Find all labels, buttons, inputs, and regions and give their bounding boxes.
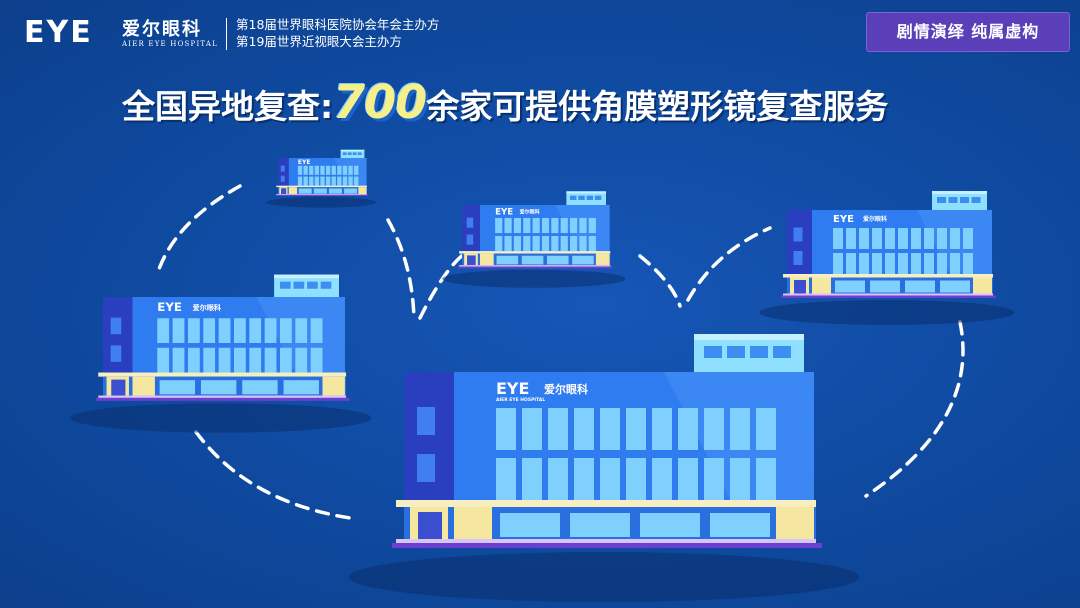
connection-path — [864, 320, 965, 498]
connection-path — [418, 248, 472, 320]
connection-path — [386, 218, 416, 320]
headline-suffix: 余家可提供角膜塑形镜复查服务 — [426, 87, 889, 126]
building-sign-mark: EYE — [496, 379, 529, 398]
building-sign-mark: EYE — [833, 214, 854, 225]
building-sign-name-en: AIER EYE HOSPITAL — [496, 397, 545, 403]
connection-path — [194, 430, 352, 520]
hospital-building-far: EYE — [266, 149, 377, 208]
connection-path — [686, 226, 772, 302]
connection-path — [638, 254, 682, 308]
connection-path — [156, 184, 242, 274]
hospital-logo: EYE 爱尔眼科 AIER EYE HOSPITAL 第18届世界眼科医院协会年… — [24, 14, 444, 54]
headline-number: 700 — [333, 75, 427, 129]
building-sign-mark: EYE — [495, 207, 513, 217]
building-sign-name: 爱尔眼科 — [520, 209, 540, 216]
logo-mark: EYE — [24, 15, 93, 50]
logo-name-en: AIER EYE HOSPITAL — [122, 40, 218, 48]
logo-divider — [226, 18, 227, 50]
hospital-building-large: EYE 爱尔眼科 AIER EYE HOSPITAL — [349, 334, 859, 602]
building-sign-name: 爱尔眼科 — [863, 215, 887, 223]
disclaimer-badge: 剧情演绎 纯属虚构 — [866, 12, 1070, 52]
hospital-building-right: EYE 爱尔眼科 — [759, 191, 1015, 325]
building-sign-mark: EYE — [157, 300, 182, 314]
building-sign-name: 爱尔眼科 — [544, 382, 588, 396]
hospital-building-left: EYE 爱尔眼科 — [70, 274, 372, 433]
building-sign-mark: EYE — [298, 159, 311, 166]
connection-paths — [156, 184, 965, 520]
building-sign-name: 爱尔眼科 — [193, 303, 221, 312]
headline: 全国异地复查:700余家可提供角膜塑形镜复查服务 — [122, 72, 1022, 132]
hospital-building-center: EYE 爱尔眼科 — [442, 191, 626, 288]
logo-name-cn: 爱尔眼科 — [122, 19, 202, 40]
logo-host-line-2: 第19届世界近视眼大会主办方 — [236, 34, 402, 49]
logo-host-line-1: 第18届世界眼科医院协会年会主办方 — [236, 17, 440, 32]
headline-prefix: 全国异地复查: — [122, 87, 334, 126]
